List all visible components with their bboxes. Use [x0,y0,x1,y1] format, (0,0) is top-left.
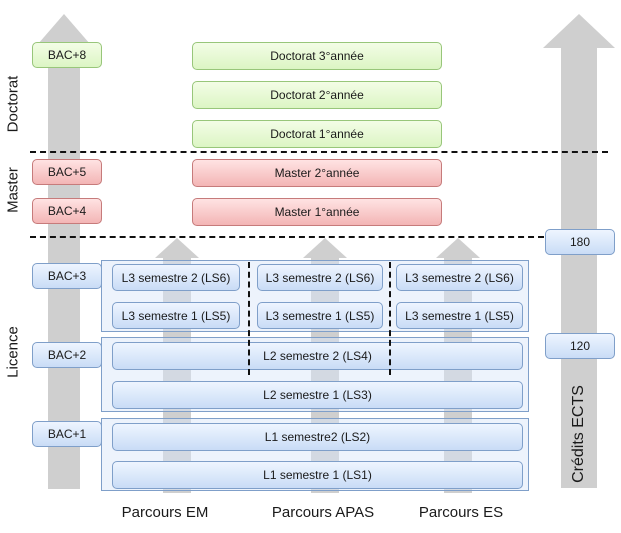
doctorat-year-3-box: Doctorat 3°année [192,42,442,70]
ects-120-badge: 120 [545,333,615,359]
l3-apas-ls5-box: L3 semestre 1 (LS5) [257,302,383,329]
track-separator-2 [389,262,391,375]
separator-master-licence [30,236,544,238]
track-es-arrow-head [436,238,480,258]
bac-3-badge: BAC+3 [32,263,102,289]
track-label-em: Parcours EM [121,504,209,521]
track-apas-arrow-shaft [311,257,339,493]
track-separator-1 [248,262,250,375]
track-es-arrow-shaft [444,257,472,493]
level-label-licence: Licence [4,326,22,378]
level-label-master: Master [4,167,22,213]
l1-ls2-box: L1 semestre2 (LS2) [112,423,523,451]
left-arrow-head [38,14,90,44]
master-year-1-box: Master 1°année [192,198,442,226]
l3-em-ls5-box: L3 semestre 1 (LS5) [112,302,240,329]
bac-2-badge: BAC+2 [32,342,102,368]
bac-1-badge: BAC+1 [32,421,102,447]
master-year-2-box: Master 2°année [192,159,442,187]
ects-arrow-shaft [561,48,597,488]
track-apas-arrow-head [303,238,347,258]
bac-4-badge: BAC+4 [32,198,102,224]
l3-apas-ls6-box: L3 semestre 2 (LS6) [257,264,383,291]
l2-ls3-box: L2 semestre 1 (LS3) [112,381,523,409]
l3-es-ls6-box: L3 semestre 2 (LS6) [396,264,523,291]
level-label-doctorat: Doctorat [4,75,22,133]
track-em-arrow-head [155,238,199,258]
l3-es-ls5-box: L3 semestre 1 (LS5) [396,302,523,329]
l1-ls1-box: L1 semestre 1 (LS1) [112,461,523,489]
l2-ls4-box: L2 semestre 2 (LS4) [112,342,523,370]
separator-doctorat-master [30,151,608,153]
l3-em-ls6-box: L3 semestre 2 (LS6) [112,264,240,291]
bac-8-badge: BAC+8 [32,42,102,68]
track-em-arrow-shaft [163,257,191,493]
track-label-es: Parcours ES [418,504,504,521]
track-label-apas: Parcours APAS [271,504,375,521]
doctorat-year-1-box: Doctorat 1°année [192,120,442,148]
bac-5-badge: BAC+5 [32,159,102,185]
ects-arrow-head [543,14,615,48]
doctorat-year-2-box: Doctorat 2°année [192,81,442,109]
ects-label: Crédits ECTS [570,385,587,483]
ects-180-badge: 180 [545,229,615,255]
